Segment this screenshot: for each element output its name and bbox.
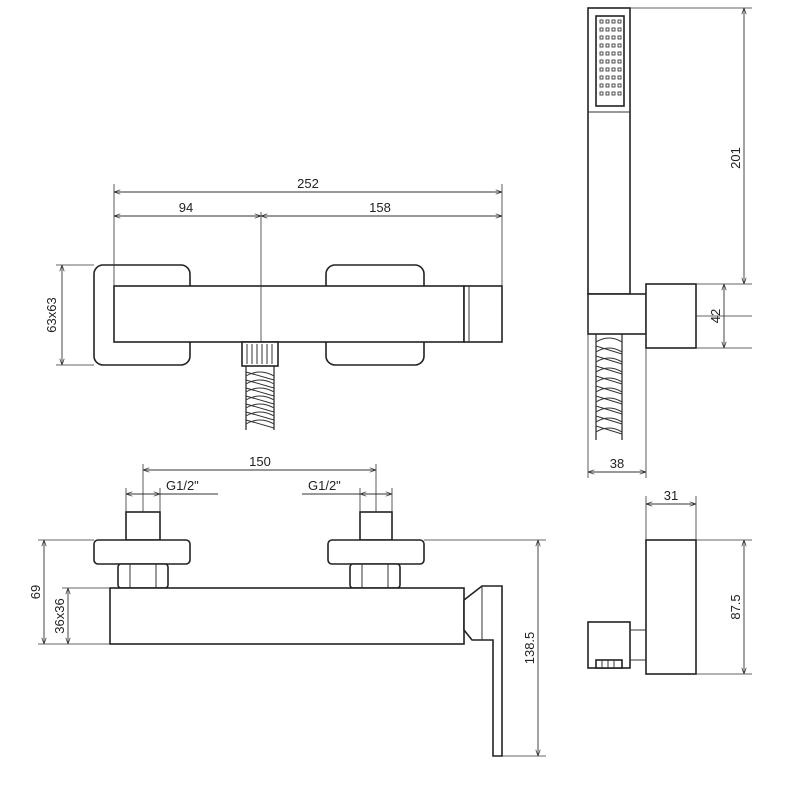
left-inlet-pipe (125, 511, 161, 541)
holder-wall-block (645, 283, 697, 349)
dim-42-label: 42 (708, 309, 723, 323)
spray-nozzle (605, 27, 610, 32)
dim-94-label: 94 (179, 200, 193, 215)
dim-36x36-label: 36x36 (52, 598, 67, 633)
spray-nozzle (617, 43, 622, 48)
dim-31-label: 31 (664, 488, 678, 503)
dim-201-label: 201 (728, 147, 743, 169)
hose-front (245, 366, 275, 430)
spray-nozzle (611, 19, 616, 24)
spray-nozzle (599, 91, 604, 96)
right-inlet-pipe (359, 511, 393, 541)
spray-nozzle (599, 19, 604, 24)
spray-nozzle (605, 51, 610, 56)
spray-nozzle (611, 43, 616, 48)
spray-nozzle (611, 91, 616, 96)
dim-63x63-label: 63x63 (44, 297, 59, 332)
mixer-body-front (113, 285, 465, 343)
bracket-side-view: 31 87.5 (587, 488, 752, 675)
spray-nozzle (611, 27, 616, 32)
spray-nozzle (605, 35, 610, 40)
dim-138-5-label: 138.5 (522, 632, 537, 665)
spray-nozzle (617, 27, 622, 32)
spray-nozzle (611, 83, 616, 88)
spray-nozzle (617, 91, 622, 96)
dim-87-5-label: 87.5 (728, 594, 743, 619)
spray-nozzle (617, 51, 622, 56)
spray-nozzle (605, 91, 610, 96)
left-nut (117, 563, 169, 589)
spray-nozzle (605, 67, 610, 72)
right-nut (349, 563, 401, 589)
thread-left-label: G1/2" (166, 478, 199, 493)
mixer-body-bottom (109, 587, 465, 645)
handshower-view: 201 42 38 (587, 7, 752, 478)
spray-nozzle (599, 51, 604, 56)
left-cover-plate (93, 539, 191, 565)
handshower-nozzles (599, 19, 622, 96)
spray-nozzle (617, 67, 622, 72)
spray-nozzle (611, 75, 616, 80)
spray-nozzle (605, 75, 610, 80)
bottom-view: 150 G1/2" G1/2" 69 36x36 138.5 (28, 454, 546, 757)
bracket-body (645, 539, 697, 675)
thread-right-label: G1/2" (308, 478, 341, 493)
spray-nozzle (599, 43, 604, 48)
spray-nozzle (617, 35, 622, 40)
holder-clip (587, 293, 647, 335)
front-view: 252 94 158 63x63 (44, 176, 503, 430)
spray-nozzle (611, 59, 616, 64)
bracket-connector-thread (595, 659, 623, 669)
spray-nozzle (611, 67, 616, 72)
dim-252-label: 252 (297, 176, 319, 191)
spray-nozzle (605, 59, 610, 64)
spray-nozzle (611, 35, 616, 40)
spray-nozzle (617, 75, 622, 80)
spray-nozzle (599, 67, 604, 72)
spray-nozzle (599, 83, 604, 88)
spray-nozzle (605, 43, 610, 48)
spray-nozzle (599, 59, 604, 64)
spray-nozzle (605, 83, 610, 88)
spray-nozzle (599, 27, 604, 32)
hose-connector-knurl (246, 344, 273, 364)
mixer-lever (463, 585, 503, 757)
spray-nozzle (599, 35, 604, 40)
spray-nozzle (605, 19, 610, 24)
spray-nozzle (611, 51, 616, 56)
dim-38-label: 38 (610, 456, 624, 471)
dim-69-label: 69 (28, 585, 43, 599)
outlet-cap (463, 285, 503, 343)
spray-nozzle (599, 75, 604, 80)
right-cover-plate (327, 539, 425, 565)
spray-nozzle (617, 83, 622, 88)
dim-158-label: 158 (369, 200, 391, 215)
dim-150-label: 150 (249, 454, 271, 469)
spray-nozzle (617, 59, 622, 64)
hose-handshower (595, 334, 623, 440)
spray-nozzle (617, 19, 622, 24)
